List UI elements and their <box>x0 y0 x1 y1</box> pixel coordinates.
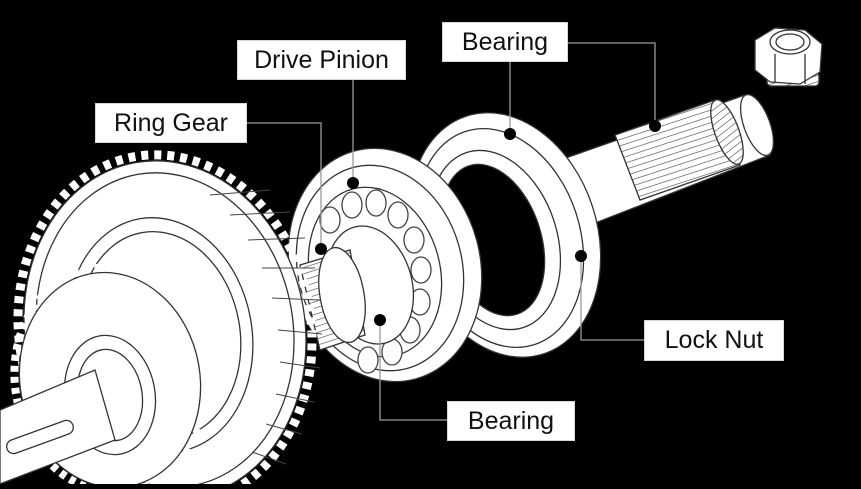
spur-gear-part <box>0 263 210 489</box>
leader-lines <box>247 42 656 421</box>
leader-dots <box>315 120 661 326</box>
label-drive-pinion: Drive Pinion <box>237 40 406 80</box>
label-bearing-bottom: Bearing <box>447 401 575 441</box>
label-bearing-top: Bearing <box>442 22 568 62</box>
pinion-shaft <box>559 93 775 226</box>
lock-nut-part <box>754 27 823 87</box>
label-ring-gear: Ring Gear <box>95 103 247 143</box>
label-lock-nut: Lock Nut <box>644 320 784 361</box>
drive-pinion-part <box>299 246 366 351</box>
